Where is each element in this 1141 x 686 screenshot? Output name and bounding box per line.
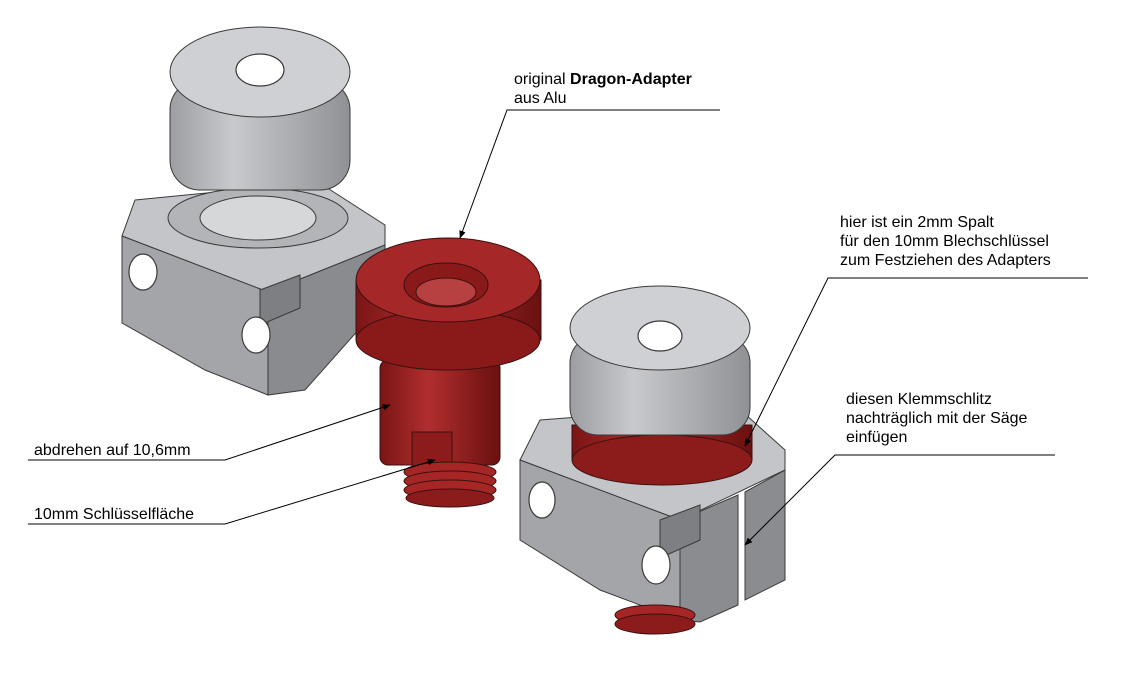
right-assembly bbox=[519, 285, 786, 635]
leader-spalt bbox=[744, 277, 1088, 447]
dragon-adapter bbox=[355, 237, 542, 508]
annotation-adapter: original Dragon-Adapter aus Alu bbox=[514, 71, 692, 107]
leader-schluessel bbox=[28, 459, 436, 525]
leader-abdrehen bbox=[28, 404, 391, 461]
leader-adapter bbox=[459, 109, 720, 239]
leader-lines bbox=[28, 109, 1088, 546]
annotation-abdrehen: abdrehen auf 10,6mm bbox=[34, 442, 191, 459]
right-bottom-thread bbox=[614, 604, 696, 635]
right-cap bbox=[569, 285, 751, 436]
annotation-spalt-line1: hier ist ein 2mm Spalt bbox=[840, 214, 994, 231]
left-clamp-block bbox=[121, 181, 386, 396]
annotation-spalt: hier ist ein 2mm Spalt für den 10mm Blec… bbox=[840, 213, 1051, 270]
left-assembly bbox=[121, 26, 386, 396]
left-cap bbox=[169, 26, 351, 191]
annotation-spalt-line3: zum Festziehen des Adapters bbox=[840, 252, 1051, 269]
annotation-klemm-line1: diesen Klemmschlitz bbox=[846, 391, 992, 408]
leader-klemm bbox=[744, 454, 1055, 546]
annotation-klemm: diesen Klemmschlitz nachträglich mit der… bbox=[846, 390, 1027, 447]
annotation-spalt-line2: für den 10mm Blechschlüssel bbox=[840, 233, 1049, 250]
adapter-thread bbox=[403, 461, 497, 508]
annotation-schluessel: 10mm Schlüsselfläche bbox=[34, 506, 195, 523]
annotation-klemm-line3: einfügen bbox=[846, 429, 908, 446]
annotation-adapter-bold: Dragon-Adapter bbox=[570, 71, 692, 88]
annotation-adapter-line2: aus Alu bbox=[514, 90, 567, 107]
annotation-klemm-line2: nachträglich mit der Säge bbox=[846, 410, 1028, 427]
